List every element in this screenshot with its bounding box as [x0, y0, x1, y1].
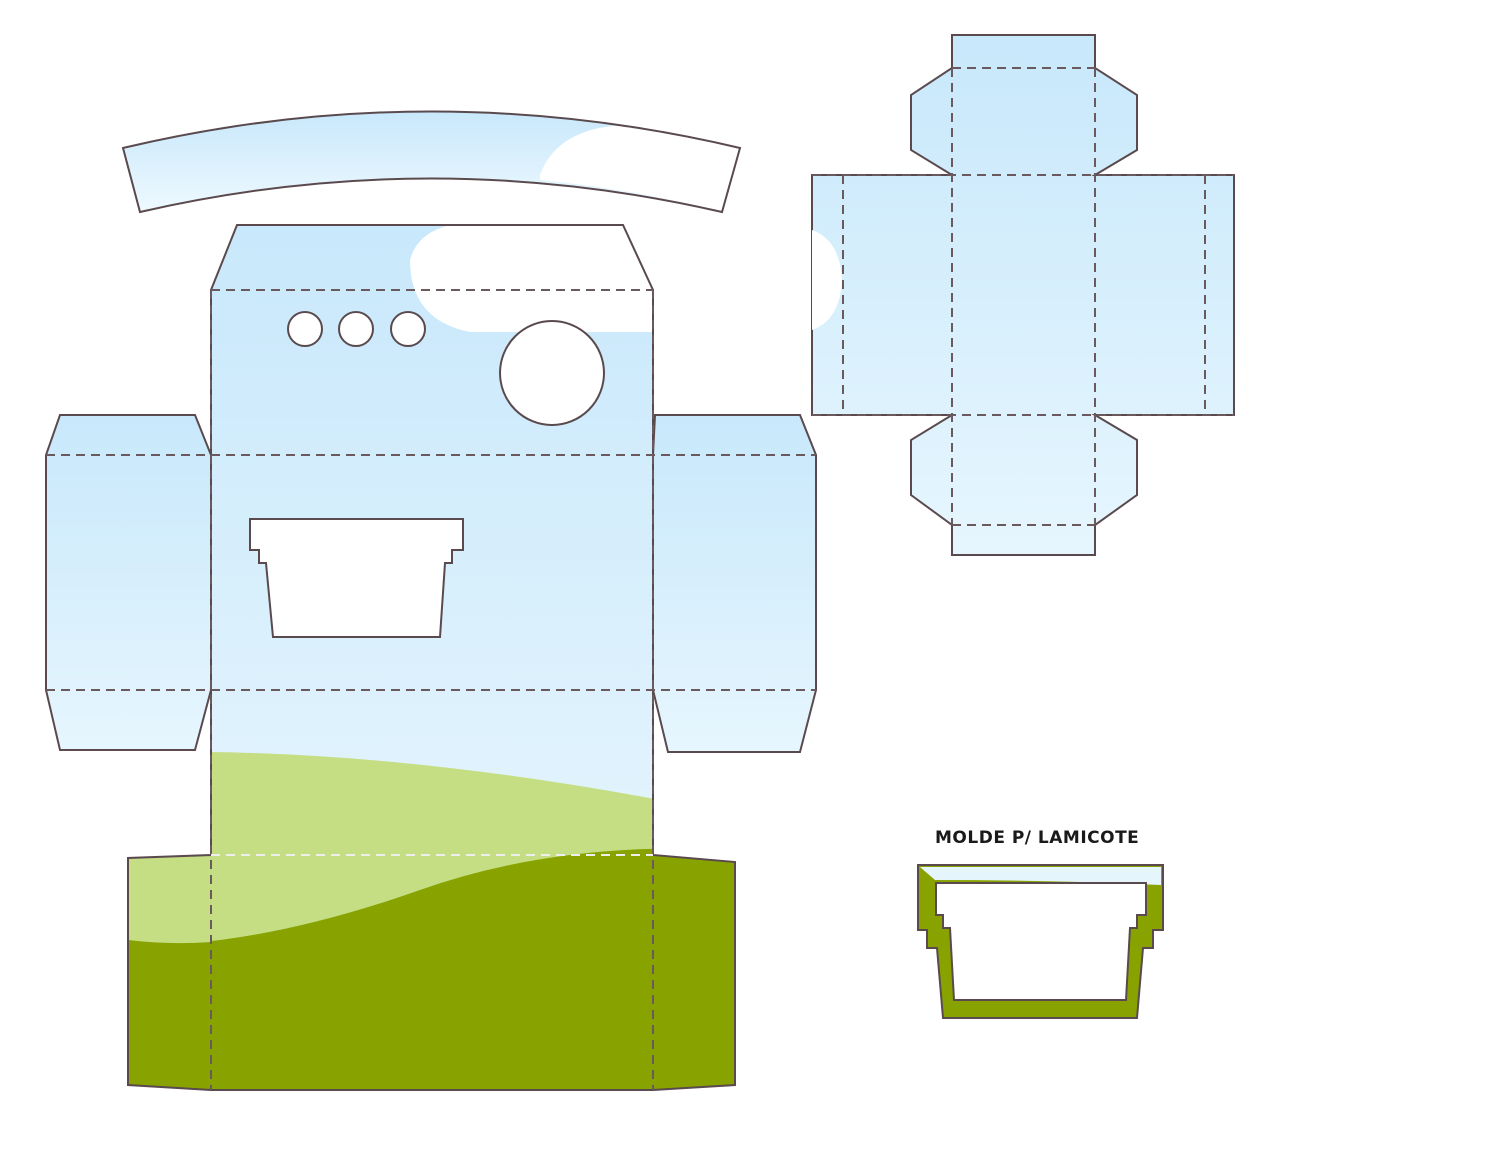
knob-1	[287, 311, 323, 347]
dial-window	[499, 320, 605, 426]
mold-label: MOLDE P/ LAMICOTE	[935, 828, 1140, 848]
knob-3	[390, 311, 426, 347]
main-box-net	[45, 224, 817, 1091]
knob-2	[338, 311, 374, 347]
small-box-net	[811, 34, 1235, 556]
pot-window	[249, 518, 464, 638]
top-arc-strip	[121, 110, 742, 214]
lamicote-mold	[917, 864, 1164, 1019]
